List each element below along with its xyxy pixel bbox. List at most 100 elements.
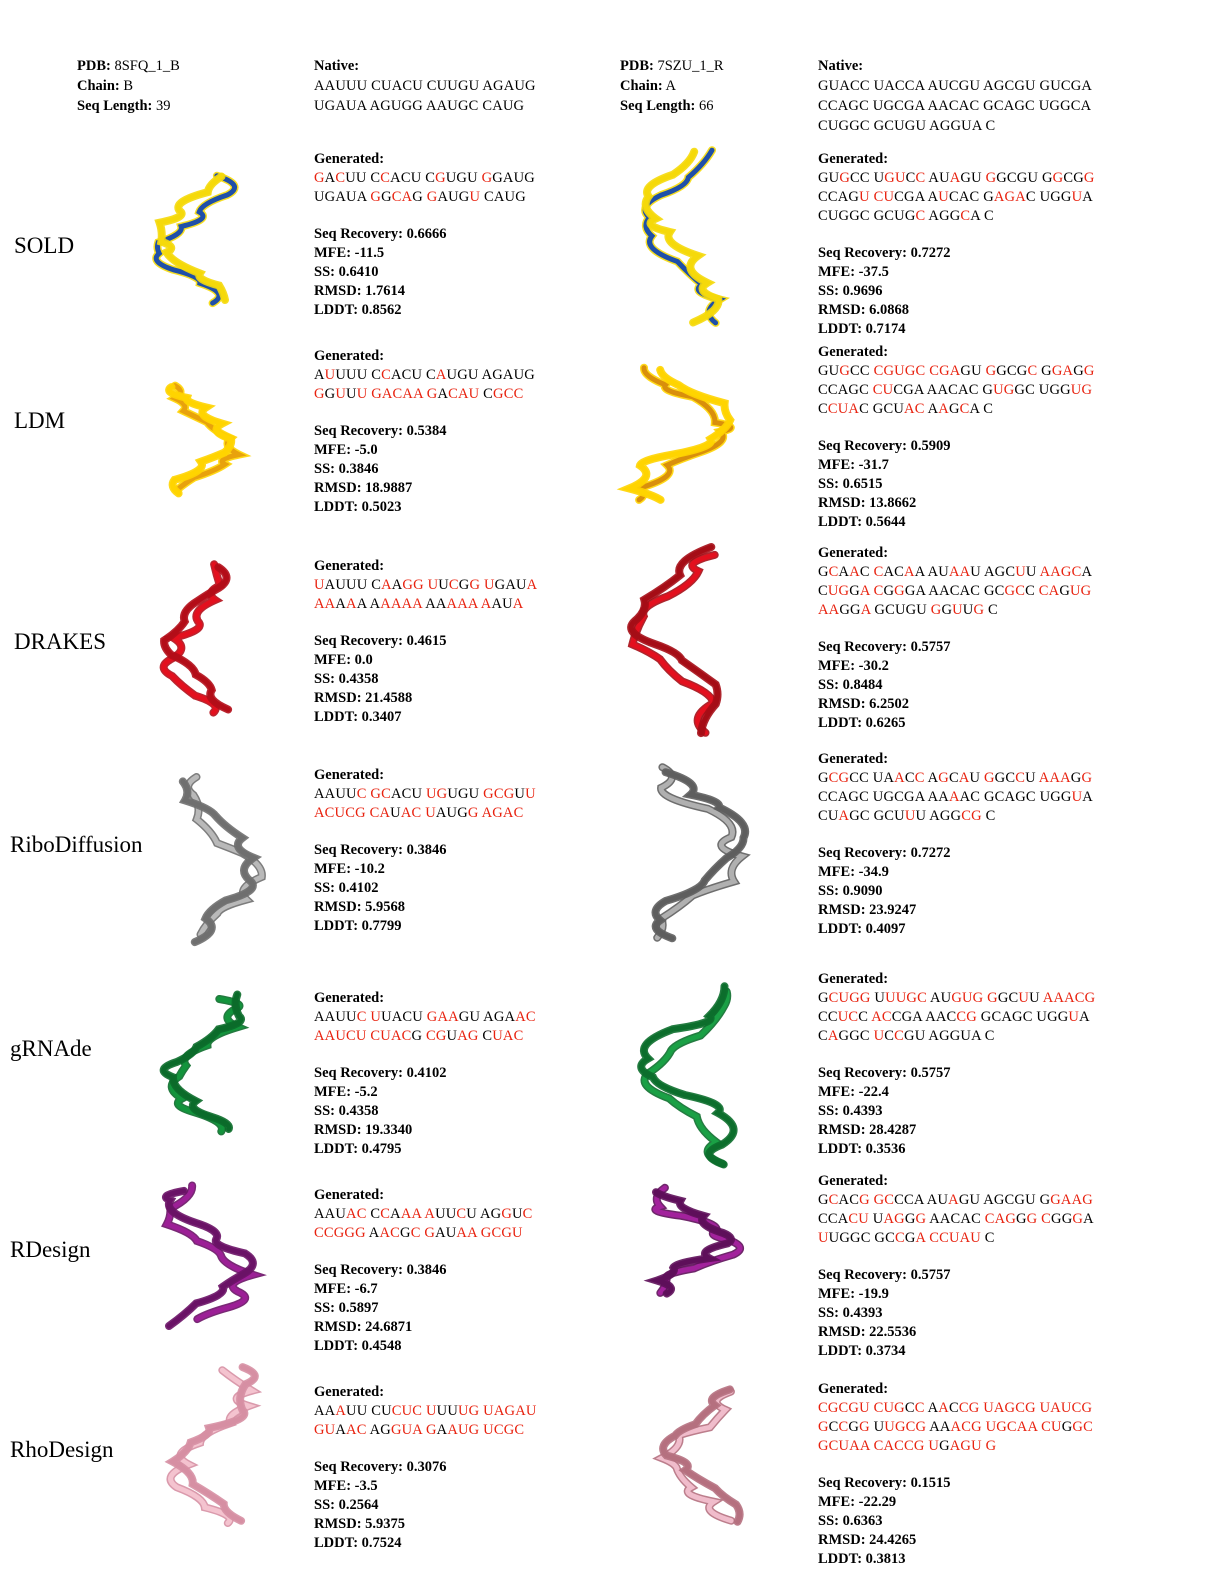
seq-length: 39 <box>155 98 171 114</box>
seq-recovery-label: Seq Recovery: <box>818 1267 907 1283</box>
generated-seq-line: CCUCC ACCGA AACCG GCAGC UGGUA <box>818 1009 1090 1025</box>
structure-render <box>641 146 730 327</box>
lddt-value: 0.5644 <box>865 514 906 530</box>
native-seq-line: CCAGC UGCGA AACAC GCAGC UGGCA <box>818 98 1092 114</box>
rmsd-label: RMSD: <box>314 480 362 496</box>
mfe-line: MFE: -22.4 <box>818 1083 1148 1102</box>
ribbon-strand <box>638 983 737 1167</box>
ribbon-strand <box>180 778 259 945</box>
generated-seq-line: GUGCC CGUGC CGAGU GGCGC GGAGG <box>818 363 1095 379</box>
method-name: LDM <box>14 408 66 433</box>
rmsd-label: RMSD: <box>818 1324 866 1340</box>
mfe-line: MFE: -34.9 <box>818 863 1148 882</box>
method-name: RDesign <box>10 1237 91 1262</box>
ribbon-strand <box>653 769 748 941</box>
structure-render <box>637 982 738 1169</box>
rmsd-label: RMSD: <box>314 1319 362 1335</box>
seq-recovery-line: Seq Recovery: 0.4102 <box>314 1064 644 1083</box>
rmsd-line: RMSD: 21.4588 <box>314 689 644 708</box>
ss-score-value: 0.4102 <box>338 880 379 896</box>
generated-seq-line: CCGGG AACGC GAUAA GCGU <box>314 1225 523 1241</box>
mfe-value: -19.9 <box>858 1286 889 1302</box>
lddt-label: LDDT: <box>314 709 359 725</box>
mfe-value: -5.2 <box>354 1084 378 1100</box>
seq-recovery-line: Seq Recovery: 0.5384 <box>314 422 644 441</box>
pdb-id: 8SFQ_1_B <box>114 58 180 74</box>
seq-recovery-label: Seq Recovery: <box>314 842 403 858</box>
lddt-value: 0.4097 <box>865 921 906 937</box>
mfe-value: -22.29 <box>858 1494 897 1510</box>
lddt-label: LDDT: <box>314 1141 359 1157</box>
seq-recovery-line: Seq Recovery: 0.7272 <box>818 844 1148 863</box>
ss-score-label: SS: <box>314 264 335 280</box>
generated-label: Generated: <box>314 1187 385 1203</box>
mfe-value: -31.7 <box>858 457 889 473</box>
rmsd-line: RMSD: 6.0868 <box>818 301 1148 320</box>
rmsd-label: RMSD: <box>314 690 362 706</box>
seq-recovery-value: 0.7272 <box>910 245 951 261</box>
rmsd-value: 19.3340 <box>365 1122 413 1138</box>
lddt-line: LDDT: 0.8562 <box>314 301 644 320</box>
lddt-line: LDDT: 0.5644 <box>818 513 1148 532</box>
lddt-line: LDDT: 0.3734 <box>818 1342 1148 1361</box>
seq-recovery-value: 0.3846 <box>406 842 447 858</box>
rmsd-value: 21.4588 <box>365 690 413 706</box>
lddt-value: 0.7524 <box>361 1535 402 1551</box>
method-name: gRNAde <box>10 1036 92 1061</box>
rmsd-label: RMSD: <box>818 495 866 511</box>
lddt-value: 0.7174 <box>865 321 906 337</box>
rmsd-label: RMSD: <box>314 283 362 299</box>
pdb-label: PDB: <box>77 58 111 74</box>
structure-render <box>161 1181 267 1330</box>
seq-recovery-label: Seq Recovery: <box>314 226 403 242</box>
generated-seq-line: AAAUU CUCUC UUUUG UAGAU <box>314 1403 537 1419</box>
generated-seq-line: GCUGG UUUGC AUGUG GGCUU AAACG <box>818 990 1096 1006</box>
seq-recovery-line: Seq Recovery: 0.6666 <box>314 225 644 244</box>
mfe-value: -5.0 <box>354 442 378 458</box>
mfe-line: MFE: -37.5 <box>818 263 1148 282</box>
generated-seq-line: CCAGC CUCGA AACAC GUGGC UGGUG <box>818 382 1093 398</box>
structure-right <box>632 145 732 330</box>
rmsd-label: RMSD: <box>818 902 866 918</box>
lddt-line: LDDT: 0.7524 <box>314 1534 644 1553</box>
ss-score-line: SS: 0.6410 <box>314 263 644 282</box>
rmsd-line: RMSD: 5.9568 <box>314 898 644 917</box>
native-label: Native: <box>314 58 360 74</box>
seq-length: 66 <box>698 98 714 114</box>
seq-recovery-label: Seq Recovery: <box>314 1065 403 1081</box>
generated-seq-line: GCCGG UUGCG AAACG UGCAA CUGGC <box>818 1419 1093 1435</box>
ss-score-line: SS: 0.3846 <box>314 460 644 479</box>
lddt-label: LDDT: <box>818 1343 863 1359</box>
generated-seq-line: CUAGC GCUUU AGGCG C <box>818 808 996 824</box>
mfe-value: -22.4 <box>858 1084 889 1100</box>
seq-recovery-line: Seq Recovery: 0.3076 <box>314 1458 644 1477</box>
seq-recovery-label: Seq Recovery: <box>314 1459 403 1475</box>
ribbon-strand <box>161 992 244 1132</box>
mfe-line: MFE: 0.0 <box>314 651 644 670</box>
lddt-value: 0.3407 <box>361 709 402 725</box>
ss-score-label: SS: <box>314 671 335 687</box>
ribbon-strand <box>161 564 231 712</box>
lddt-line: LDDT: 0.4795 <box>314 1140 644 1159</box>
lddt-label: LDDT: <box>818 715 863 731</box>
mfe-value: -30.2 <box>858 658 889 674</box>
structure-right <box>615 540 735 740</box>
ribbon-strand <box>655 1389 734 1524</box>
generated-seq-line: CCAGU CUCGA AUCAC GAGAC UGGUA <box>818 189 1093 205</box>
ss-score-value: 0.9090 <box>842 883 883 899</box>
lddt-label: LDDT: <box>314 302 359 318</box>
native-seq-line: UGAUA AGUGG AAUGC CAUG <box>314 98 525 114</box>
lddt-value: 0.4795 <box>361 1141 402 1157</box>
generated-seq-line: AUUUU CCACU CAUGU AGAUG <box>314 367 535 383</box>
native-label: Native: <box>818 58 864 74</box>
